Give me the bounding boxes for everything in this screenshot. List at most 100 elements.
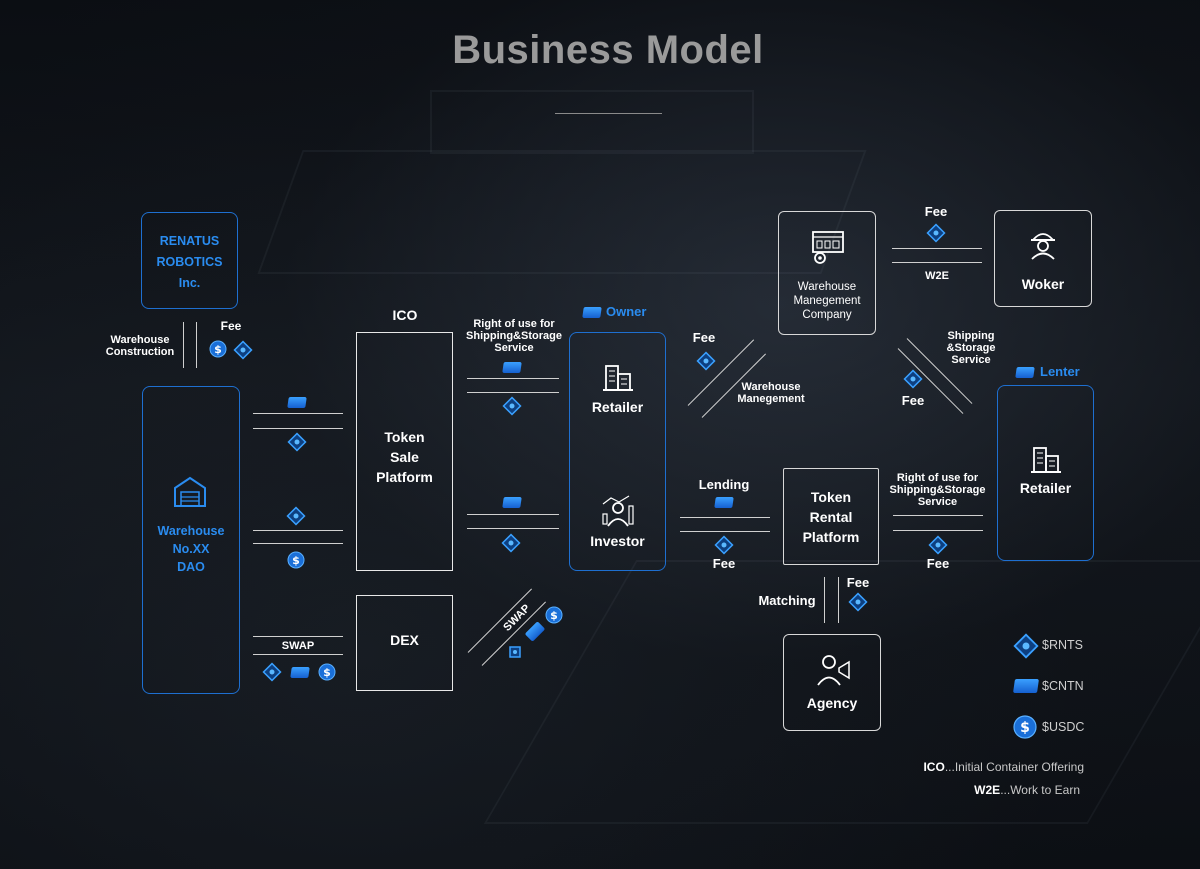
- owner-tag: Owner: [606, 304, 647, 319]
- woker-node: [994, 210, 1092, 307]
- agency-label: Agency: [806, 695, 858, 711]
- rnts-icon: [696, 351, 716, 371]
- building-icon: [602, 360, 634, 392]
- fee-label: Fee: [926, 556, 950, 571]
- arrow-left: [467, 392, 559, 393]
- usdc-icon: $: [318, 663, 336, 681]
- w2e-note: W2E...Work to Earn: [860, 783, 1080, 797]
- cntn-icon: [290, 667, 310, 678]
- arrow-left: [253, 654, 343, 655]
- worker-helmet-icon: [1028, 228, 1058, 260]
- fee-label: Fee: [901, 393, 925, 408]
- arrow-left: [253, 543, 343, 544]
- fee-label: Fee: [924, 204, 948, 219]
- cntn-icon: [502, 497, 522, 508]
- token-rental-platform-node: [783, 468, 879, 565]
- right-of-use-label-2: Right of use for Shipping&Storage Servic…: [889, 472, 986, 508]
- rnts-icon: [502, 396, 522, 416]
- warehouse-icon: [173, 476, 207, 508]
- title-underline: [555, 113, 662, 114]
- retailer-label: Retailer: [591, 399, 644, 415]
- cntn-icon: [714, 497, 734, 508]
- arrow-right: [892, 248, 982, 249]
- ico-note-abbr: ICO: [923, 760, 945, 774]
- svg-text:$: $: [550, 609, 558, 622]
- usdc-legend-icon: $: [1013, 715, 1037, 739]
- arrow-right: [467, 378, 559, 379]
- renatus-robotics-node: [141, 212, 238, 309]
- lending-label: Lending: [698, 477, 750, 492]
- construction-arrow: [183, 322, 184, 368]
- fee-arrow: [838, 577, 839, 623]
- warehouse-management-company-node: [778, 211, 876, 335]
- lenter-group-node: [997, 385, 1094, 561]
- rnts-icon: [507, 644, 523, 660]
- rnts-icon: [903, 369, 923, 389]
- fee-arrow: [196, 322, 197, 368]
- cntn-icon: [287, 397, 307, 408]
- cntn-legend-icon: [1013, 679, 1039, 693]
- woker-label: Woker: [1021, 276, 1065, 292]
- usdc-icon: $: [545, 606, 563, 624]
- svg-text:$: $: [323, 666, 331, 679]
- right-of-use-label: Right of use for Shipping&Storage Servic…: [466, 318, 562, 354]
- token-sale-platform-label: Token Sale Platform: [376, 429, 433, 485]
- cntn-legend-label: $CNTN: [1042, 679, 1084, 693]
- warehouse-construction-label: Warehouse Construction: [105, 334, 175, 358]
- bg-shape: [257, 150, 867, 274]
- rnts-icon: [714, 535, 734, 555]
- fee-label: Fee: [220, 319, 242, 333]
- page-title: Business Model: [452, 28, 764, 72]
- usdc-icon: $: [287, 551, 305, 569]
- ico-note-definition: ...Initial Container Offering: [944, 760, 1084, 774]
- fee-label: Fee: [846, 575, 870, 590]
- dex-node: [356, 595, 453, 691]
- arrow-right: [253, 413, 343, 414]
- cntn-icon: [502, 362, 522, 373]
- shipping-storage-label: Shipping &Storage Service: [946, 330, 996, 366]
- management-dashboard-icon: [810, 229, 846, 265]
- arrow-right: [253, 636, 343, 637]
- warehouse-dao-node: [142, 386, 240, 694]
- fee-label: Fee: [712, 556, 736, 571]
- dex-label: DEX: [390, 632, 419, 648]
- agency-node: [783, 634, 881, 731]
- token-sale-platform-node: [356, 332, 453, 571]
- ico-note: ICO...Initial Container Offering: [860, 760, 1084, 774]
- warehouse-dao-label: Warehouse No.XX DAO: [157, 524, 225, 574]
- agent-megaphone-icon: [815, 652, 851, 686]
- rnts-icon: [286, 506, 306, 526]
- matching-arrow: [824, 577, 825, 623]
- arrow-left: [467, 528, 559, 529]
- w2e-label: W2E: [925, 270, 949, 282]
- arrow-left: [892, 262, 982, 263]
- retailer-lenter-label: Retailer: [1019, 480, 1072, 496]
- investor-label: Investor: [590, 533, 645, 549]
- matching-label: Matching: [758, 593, 816, 608]
- svg-text:$: $: [1020, 720, 1030, 736]
- arrow-left: [680, 531, 770, 532]
- cntn-icon: [524, 621, 546, 642]
- building-icon: [1030, 442, 1062, 474]
- usdc-icon: $: [209, 340, 227, 358]
- arrow-left: [893, 530, 983, 531]
- rnts-icon: [501, 533, 521, 553]
- renatus-robotics-label: RENATUS ROBOTICS Inc.: [156, 234, 223, 290]
- lenter-tag: Lenter: [1040, 364, 1080, 379]
- rnts-icon: [233, 340, 253, 360]
- arrow-right: [467, 514, 559, 515]
- investor-icon: [601, 494, 635, 528]
- w2e-note-abbr: W2E: [974, 783, 1001, 797]
- cntn-icon: [1015, 367, 1035, 378]
- fee-label: Fee: [692, 330, 716, 345]
- arrow-right: [680, 517, 770, 518]
- bg-shape: [430, 90, 754, 154]
- arrow-left: [253, 428, 343, 429]
- w2e-note-definition: ...Work to Earn: [1000, 783, 1080, 797]
- rnts-icon: [928, 535, 948, 555]
- rnts-icon: [926, 223, 946, 243]
- arrow-right: [253, 530, 343, 531]
- svg-text:$: $: [214, 343, 222, 356]
- warehouse-manegement-label: Warehouse Manegement: [737, 381, 805, 405]
- rnts-icon: [287, 432, 307, 452]
